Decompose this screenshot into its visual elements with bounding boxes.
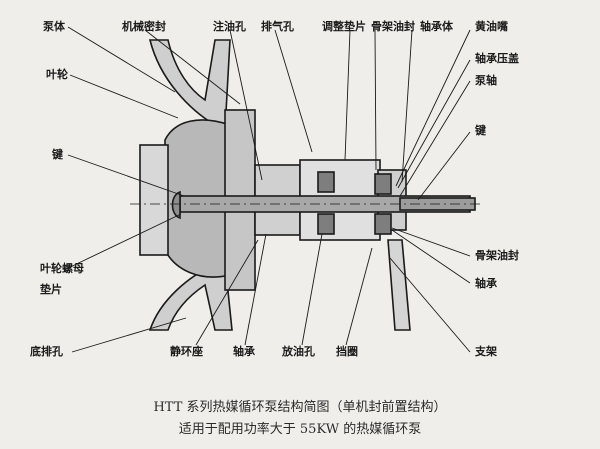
label-pump-shaft: 泵轴 bbox=[475, 74, 497, 87]
label-bearing-cover: 轴承压盖 bbox=[475, 52, 519, 65]
caption-title: HTT 系列热媒循环泵结构简图（单机封前置结构） bbox=[153, 400, 447, 415]
label-support: 支架 bbox=[475, 345, 497, 358]
label-gasket: 垫片 bbox=[40, 283, 62, 296]
volute-casing-lower bbox=[148, 260, 233, 331]
label-retaining-ring: 挡圈 bbox=[336, 345, 358, 358]
label-impeller-nut: 叶轮螺母 bbox=[40, 262, 84, 275]
label-pump-body: 泵体 bbox=[43, 20, 65, 33]
label-grease-nipple: 黄油嘴 bbox=[475, 20, 508, 33]
label-oil-drain-hole: 放油孔 bbox=[282, 345, 315, 358]
bearing-front bbox=[317, 171, 335, 193]
bearing-front-low bbox=[317, 213, 335, 235]
label-bearing-bottom: 轴承 bbox=[233, 345, 255, 358]
label-static-ring-seat: 静环座 bbox=[170, 345, 203, 358]
label-bearing-body: 轴承体 bbox=[420, 20, 453, 33]
label-skeleton-oil-seal-top: 骨架油封 bbox=[371, 20, 415, 33]
label-adjust-shim: 调整垫片 bbox=[322, 20, 366, 33]
label-key-left: 键 bbox=[52, 148, 63, 161]
volute-casing bbox=[148, 39, 231, 132]
label-bottom-drain: 底排孔 bbox=[30, 345, 63, 358]
pump-casing-body bbox=[139, 144, 169, 256]
label-mech-seal: 机械密封 bbox=[122, 20, 166, 33]
bearing-rear bbox=[374, 173, 392, 195]
caption-subtitle: 适用于配用功率大于 55KW 的热媒循环泵 bbox=[178, 422, 422, 437]
label-key-right: 键 bbox=[475, 124, 486, 137]
label-bearing-right: 轴承 bbox=[475, 277, 497, 290]
label-impeller: 叶轮 bbox=[46, 68, 68, 81]
support-bracket bbox=[387, 239, 411, 331]
label-oil-fill-hole: 注油孔 bbox=[213, 20, 246, 33]
label-skeleton-oil-seal-bottom: 骨架油封 bbox=[475, 249, 519, 262]
label-vent-hole: 排气孔 bbox=[261, 20, 294, 33]
bearing-rear-low bbox=[374, 213, 392, 235]
